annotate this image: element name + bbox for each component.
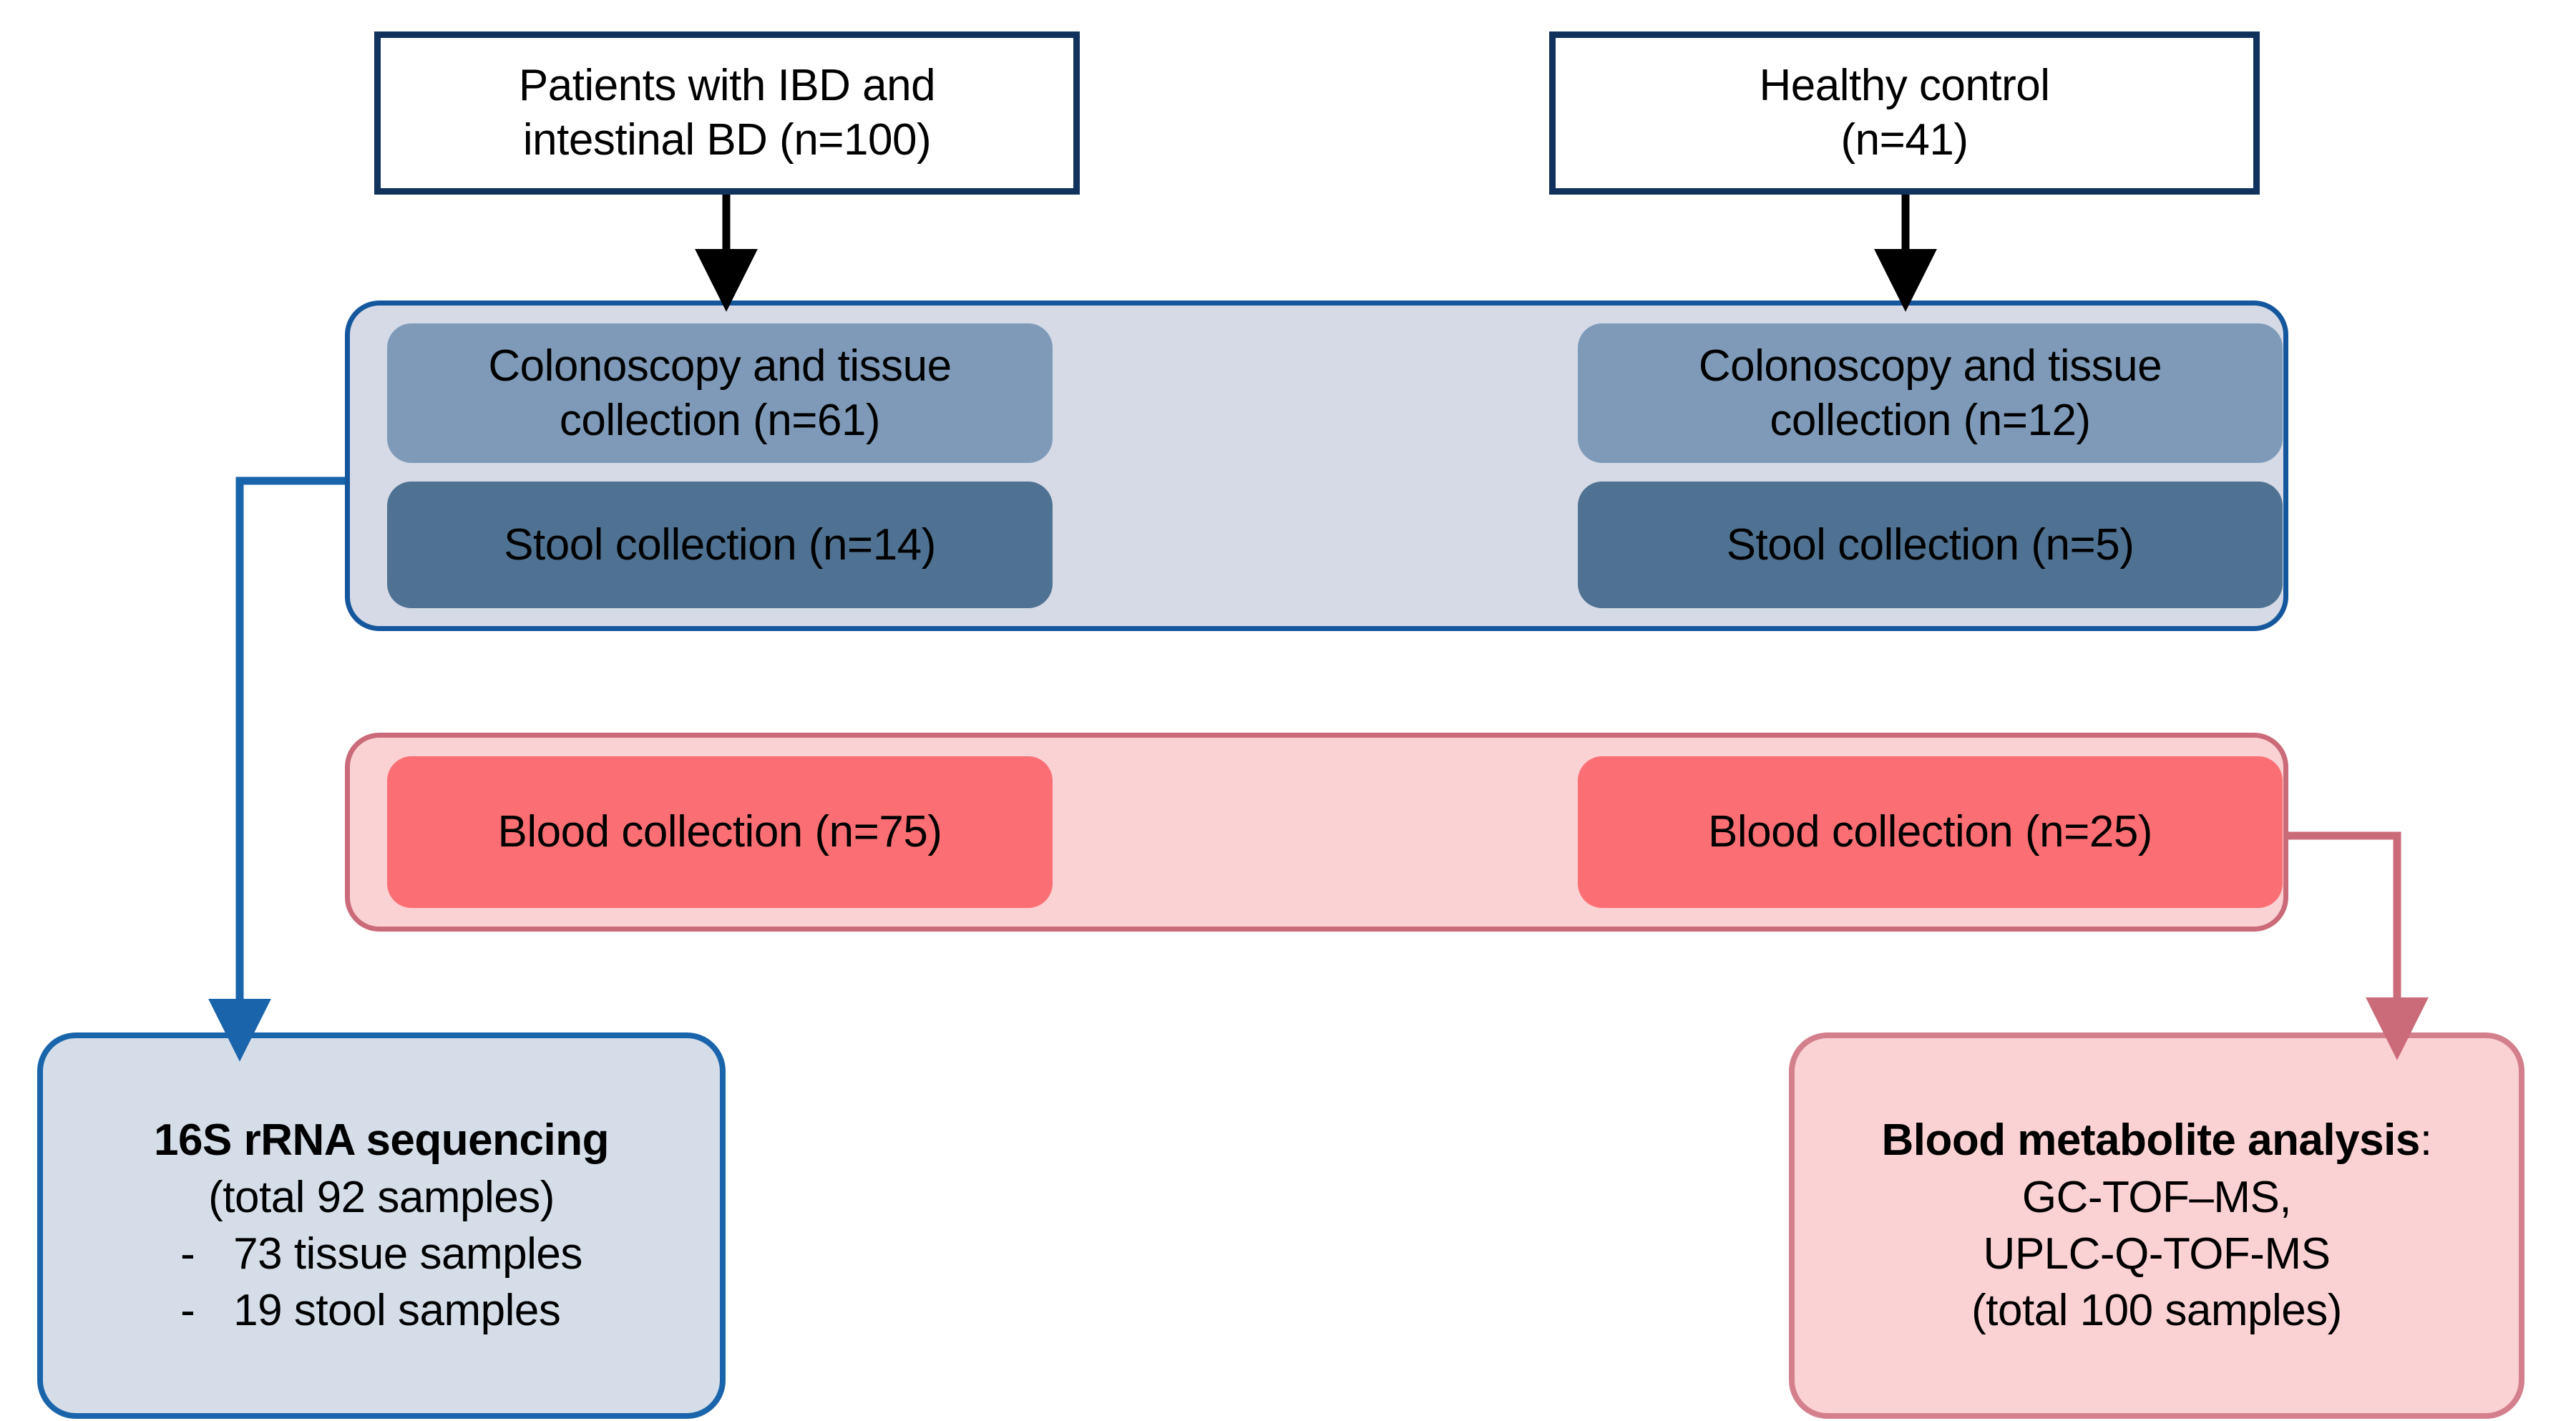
cell-stool-left: Stool collection (n=14) <box>387 482 1053 608</box>
result-metabolite-title: Blood metabolite analysis <box>1881 1115 2420 1166</box>
colonoscopy-right-line2: collection (n=12) <box>1770 395 2091 445</box>
list-item-text: 73 tissue samples <box>233 1229 582 1279</box>
dash-bullet-icon: - <box>180 1229 195 1279</box>
cell-blood-left: Blood collection (n=75) <box>387 756 1053 908</box>
source-control-line1: Healthy control <box>1759 61 2050 111</box>
result-metabolite-title-suffix: : <box>2419 1115 2432 1166</box>
result-16s-title: 16S rRNA sequencing <box>154 1115 609 1166</box>
result-16s-subtitle: (total 92 samples) <box>208 1172 555 1222</box>
result-box-blood-metabolite: Blood metabolite analysis: GC-TOF–MS, UP… <box>1789 1032 2524 1419</box>
source-control-line2: (n=41) <box>1840 115 1968 165</box>
list-item: -73 tissue samples <box>180 1226 582 1282</box>
source-patients-line2: intestinal BD (n=100) <box>522 115 932 165</box>
result-metabolite-line1: GC-TOF–MS, <box>2021 1172 2292 1222</box>
result-16s-list: -73 tissue samples -19 stool samples <box>180 1226 582 1339</box>
source-box-patients: Patients with IBD and intestinal BD (n=1… <box>374 31 1080 195</box>
cell-colonoscopy-right-text: Colonoscopy and tissue collection (n=12) <box>1578 339 2283 447</box>
cell-blood-right-label: Blood collection (n=25) <box>1708 807 2152 857</box>
result-metabolite-content: Blood metabolite analysis: GC-TOF–MS, UP… <box>1795 1112 2519 1339</box>
result-metabolite-title-row: Blood metabolite analysis: <box>1795 1112 2519 1168</box>
cell-colonoscopy-left-text: Colonoscopy and tissue collection (n=61) <box>387 339 1053 447</box>
cell-blood-right: Blood collection (n=25) <box>1578 756 2283 908</box>
list-item: -19 stool samples <box>180 1282 582 1339</box>
arrow-specimen-to-sequencing <box>208 477 345 1062</box>
colonoscopy-left-line2: collection (n=61) <box>559 395 881 445</box>
colonoscopy-left-line1: Colonoscopy and tissue <box>488 341 952 391</box>
cell-stool-right: Stool collection (n=5) <box>1578 482 2283 608</box>
source-patients-line1: Patients with IBD and <box>518 61 936 111</box>
cell-blood-left-label: Blood collection (n=75) <box>497 807 942 857</box>
list-item-text: 19 stool samples <box>233 1286 561 1336</box>
source-box-control-text: Healthy control (n=41) <box>1556 59 2253 167</box>
colonoscopy-right-line1: Colonoscopy and tissue <box>1698 341 2162 391</box>
cell-stool-right-label: Stool collection (n=5) <box>1726 519 2135 570</box>
dash-bullet-icon: - <box>180 1286 195 1336</box>
result-metabolite-line3: (total 100 samples) <box>1971 1286 2342 1336</box>
cell-colonoscopy-left: Colonoscopy and tissue collection (n=61) <box>387 323 1053 463</box>
source-box-patients-text: Patients with IBD and intestinal BD (n=1… <box>381 59 1073 167</box>
source-box-healthy-control: Healthy control (n=41) <box>1549 31 2260 195</box>
arrow-blood-to-metabolite <box>2288 831 2429 1060</box>
cell-stool-left-label: Stool collection (n=14) <box>504 519 936 570</box>
cell-colonoscopy-right: Colonoscopy and tissue collection (n=12) <box>1578 323 2283 463</box>
result-box-16s-sequencing: 16S rRNA sequencing (total 92 samples) -… <box>37 1032 726 1419</box>
result-metabolite-line2: UPLC-Q-TOF-MS <box>1983 1229 2331 1279</box>
result-16s-content: 16S rRNA sequencing (total 92 samples) -… <box>43 1112 720 1339</box>
